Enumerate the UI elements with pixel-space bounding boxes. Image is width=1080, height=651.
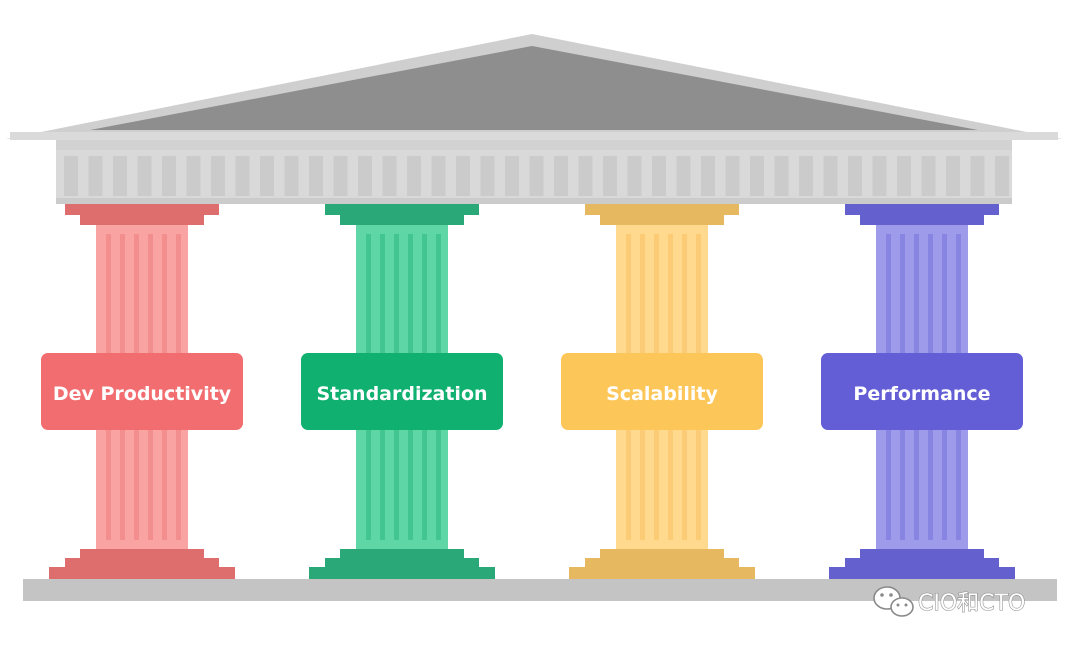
pillar-capital-step (80, 215, 204, 225)
frieze-slot (725, 156, 740, 196)
pillar-plinth (829, 567, 1015, 579)
frieze-slot (235, 156, 250, 196)
frieze-slot (799, 156, 813, 196)
frieze-slot (309, 156, 323, 196)
wechat-icon (873, 586, 914, 617)
frieze-slot (774, 156, 789, 196)
frieze-slot (897, 156, 911, 196)
pillar-plinth-step (600, 549, 724, 558)
pillar-plinth-step (585, 558, 739, 567)
pillar-performance: Performance (821, 204, 1023, 579)
frieze-slot (162, 156, 176, 196)
frieze-slot (480, 156, 495, 196)
pillar-plinth-step (340, 549, 464, 558)
pillar-dev-productivity: Dev Productivity (41, 204, 243, 579)
pillar-capital (325, 204, 479, 215)
pillar-capital (585, 204, 739, 215)
pillar-label: Performance (853, 383, 990, 405)
pillar-label: Standardization (316, 383, 487, 405)
pillar-capital (65, 204, 219, 215)
frieze-slot (848, 156, 862, 196)
frieze-slot (872, 156, 887, 196)
pillar-label-box (561, 353, 763, 430)
frieze-slot (260, 156, 274, 196)
pillar-plinth-step (80, 549, 204, 558)
temple-base (23, 579, 1057, 601)
frieze-slot (823, 156, 838, 196)
pillar-capital-step (600, 215, 724, 225)
pillar-capital-step (860, 215, 984, 225)
pillar-scalability: Scalability (561, 204, 763, 579)
watermark-text: CIO和CTO (918, 591, 1025, 616)
frieze-slot (88, 156, 103, 196)
frieze-slot (358, 156, 372, 196)
pillar-standardization: Standardization (301, 204, 503, 579)
pillar-label-box (41, 353, 243, 430)
frieze-slot (946, 156, 960, 196)
pillar-plinth-step (65, 558, 219, 567)
frieze-slot (529, 156, 544, 196)
pillar-label: Scalability (606, 383, 718, 405)
frieze-slot (505, 156, 519, 196)
pillar-plinth (49, 567, 235, 579)
frieze-slot (578, 156, 593, 196)
temple-roof (6, 34, 1062, 204)
pillar-plinth (569, 567, 755, 579)
frieze-slot (407, 156, 421, 196)
pillar-plinth (309, 567, 495, 579)
frieze-slot (211, 156, 225, 196)
frieze-slot (627, 156, 642, 196)
roof-cornice (10, 132, 1058, 140)
watermark: CIO和CTO (873, 586, 1026, 617)
pillar-capital-step (340, 215, 464, 225)
frieze-slot (995, 156, 1009, 196)
pillar-plinth-step (860, 549, 984, 558)
pillar-plinth-step (325, 558, 479, 567)
frieze-slot (333, 156, 348, 196)
frieze-slot (652, 156, 666, 196)
roof-pediment (90, 46, 978, 130)
pillar-label: Dev Productivity (53, 383, 232, 405)
frieze-slot (750, 156, 764, 196)
frieze-slot (137, 156, 152, 196)
frieze-slot (921, 156, 936, 196)
frieze-slot (603, 156, 617, 196)
pillar-label-box (821, 353, 1023, 430)
frieze-slot (456, 156, 470, 196)
pillar-capital (845, 204, 999, 215)
pillar-plinth-step (845, 558, 999, 567)
frieze-slot (186, 156, 201, 196)
frieze-slot (64, 156, 78, 196)
frieze-slot (431, 156, 446, 196)
frieze-slot (701, 156, 715, 196)
frieze-slot (284, 156, 299, 196)
frieze-slot (113, 156, 127, 196)
pillar-label-box (301, 353, 503, 430)
frieze-slot (554, 156, 568, 196)
frieze-slot (382, 156, 397, 196)
frieze-slot (676, 156, 691, 196)
roof-architrave (56, 140, 1012, 150)
frieze-slots (64, 156, 1009, 196)
frieze-slot (970, 156, 985, 196)
roof-frieze-bottom (56, 198, 1012, 204)
